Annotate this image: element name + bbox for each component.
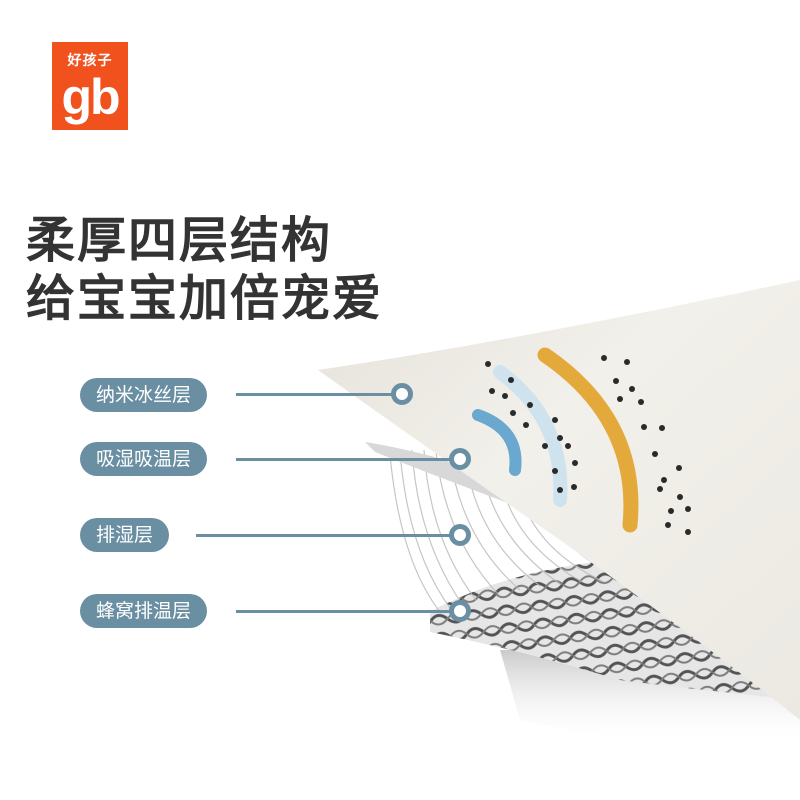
- layer-connector-2: [236, 458, 452, 461]
- brand-mark: gb: [61, 69, 120, 125]
- headline-line-1: 柔厚四层结构: [26, 212, 333, 269]
- headline-line-2: 给宝宝加倍宠爱: [26, 270, 384, 327]
- layer-node-1: [391, 383, 413, 405]
- brand-name: 好孩子: [67, 53, 113, 69]
- layer-label-moisture-wick: 排湿层: [80, 518, 170, 552]
- layer-connector-1: [236, 393, 394, 396]
- headline: 柔厚四层结构 给宝宝加倍宠爱: [26, 212, 383, 328]
- layer-node-4: [449, 600, 471, 622]
- layer-label-ice-silk: 纳米冰丝层: [80, 378, 208, 412]
- layer-label-honeycomb: 蜂窝排温层: [80, 594, 208, 628]
- layer-label-moisture-absorb: 吸湿吸温层: [80, 442, 208, 476]
- brand-logo: 好孩子 gb: [52, 42, 128, 130]
- layer-node-3: [449, 524, 471, 546]
- layer-connector-3: [196, 534, 452, 537]
- layer-connector-4: [236, 610, 452, 613]
- layer-node-2: [449, 448, 471, 470]
